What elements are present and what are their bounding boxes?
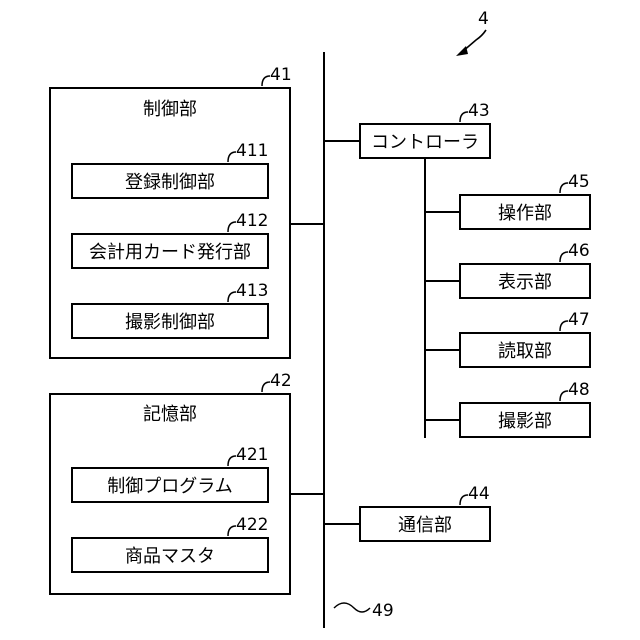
imaging-unit-ref: 48 xyxy=(568,380,590,400)
operation-unit-label: 操作部 xyxy=(498,203,552,224)
payment-card-issuing-label: 会計用カード発行部 xyxy=(89,242,251,263)
figure-ref-arrowhead xyxy=(456,46,468,56)
control-unit-ref: 41 xyxy=(270,65,292,85)
payment-card-issuing-ref: 412 xyxy=(236,211,268,231)
controller-ref-leader xyxy=(460,112,468,122)
control-program-ref: 421 xyxy=(236,445,268,465)
control-program-label: 制御プログラム xyxy=(107,476,232,497)
bus-ref-leader xyxy=(334,603,370,612)
storage-unit-ref: 42 xyxy=(270,371,292,391)
registration-control-label: 登録制御部 xyxy=(125,172,215,193)
reading-unit-ref-leader xyxy=(560,321,568,331)
control-unit-title: 制御部 xyxy=(143,99,197,120)
display-unit-label: 表示部 xyxy=(498,272,552,293)
storage-unit-title: 記憶部 xyxy=(143,404,197,425)
controller: コントローラ 43 xyxy=(360,101,490,158)
control-unit: 制御部 41 登録制御部 411 会計用カード発行部 412 撮影制御部 413 xyxy=(50,65,292,358)
product-master-label: 商品マスタ xyxy=(125,546,215,567)
reading-unit-label: 読取部 xyxy=(498,341,552,362)
storage-unit: 記憶部 42 制御プログラム 421 商品マスタ 422 xyxy=(50,371,292,594)
reading-unit: 読取部 47 xyxy=(425,310,590,367)
control-unit-ref-leader xyxy=(262,76,270,86)
communication-unit-ref: 44 xyxy=(468,484,490,504)
display-unit-ref: 46 xyxy=(568,241,590,261)
imaging-control-ref: 413 xyxy=(236,281,268,301)
operation-unit: 操作部 45 xyxy=(425,172,590,229)
imaging-control-label: 撮影制御部 xyxy=(125,312,215,333)
communication-unit: 通信部 44 xyxy=(324,484,490,541)
imaging-unit-label: 撮影部 xyxy=(498,411,552,432)
reading-unit-ref: 47 xyxy=(568,310,590,330)
communication-unit-label: 通信部 xyxy=(398,515,452,536)
controller-ref: 43 xyxy=(468,101,490,121)
controller-label: コントローラ xyxy=(371,132,479,153)
product-master-ref: 422 xyxy=(236,515,268,535)
display-unit-ref-leader xyxy=(560,252,568,262)
storage-unit-ref-leader xyxy=(262,382,270,392)
operation-unit-ref: 45 xyxy=(568,172,590,192)
display-unit: 表示部 46 xyxy=(425,241,590,298)
figure-ref: 4 xyxy=(478,9,489,29)
imaging-unit-ref-leader xyxy=(560,391,568,401)
communication-unit-ref-leader xyxy=(460,495,468,505)
operation-unit-ref-leader xyxy=(560,183,568,193)
registration-control-ref: 411 xyxy=(236,141,268,161)
bus-ref: 49 xyxy=(372,601,394,621)
imaging-unit: 撮影部 48 xyxy=(425,380,590,437)
